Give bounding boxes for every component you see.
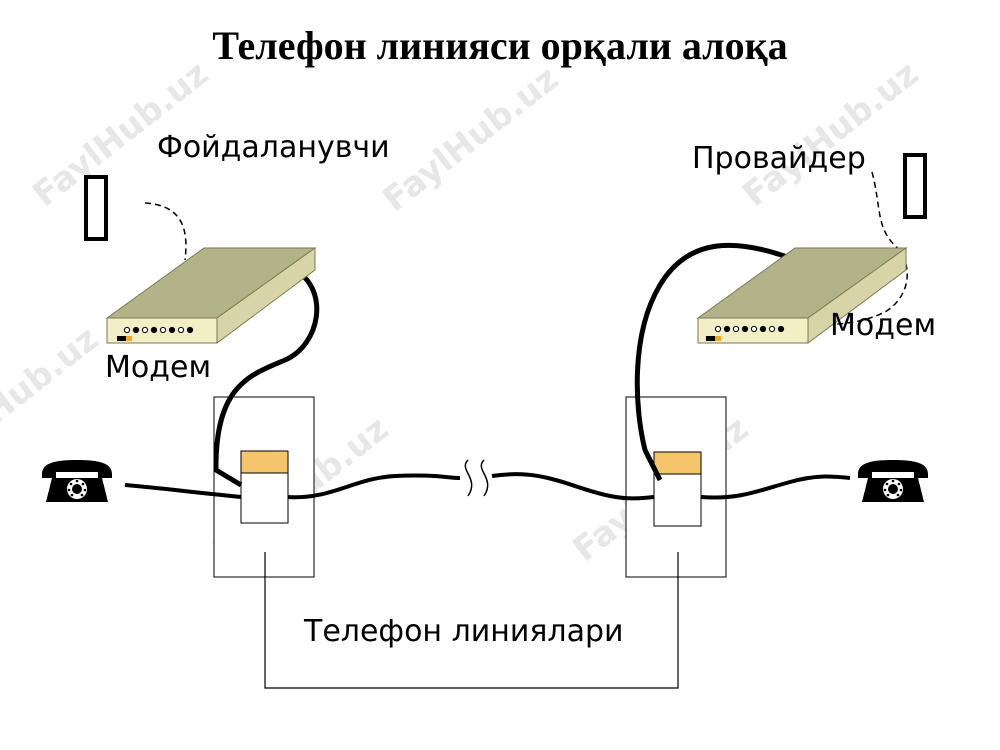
socket-left — [240, 472, 289, 524]
line-phone-left — [124, 483, 242, 499]
label-phone-lines: Телефон линиялари — [304, 614, 624, 649]
leader-line-provider — [817, 171, 908, 326]
telephone-icon — [858, 460, 928, 502]
modem-right — [696, 247, 908, 344]
modem-cable-left — [213, 267, 320, 488]
jack-left — [240, 450, 289, 474]
socket-right — [653, 473, 702, 527]
cursor-bar-icon — [84, 175, 108, 241]
label-modem-right: Модем — [830, 308, 937, 343]
telephone-icon — [42, 460, 112, 502]
modem-left — [105, 247, 317, 344]
phone-line-loop — [264, 552, 679, 689]
label-user: Фойдаланувчи — [157, 130, 390, 165]
line-phone-right — [700, 474, 851, 500]
line-break-mark — [480, 459, 489, 497]
modem-cable-right — [634, 242, 791, 482]
leader-line-user — [144, 202, 187, 261]
cursor-bar-icon — [903, 153, 927, 219]
label-provider: Провайдер — [692, 141, 866, 176]
line-break-mark — [464, 459, 473, 497]
line-middle-right — [491, 472, 655, 501]
label-modem-left: Модем — [105, 350, 212, 385]
jack-right — [653, 451, 702, 475]
diagram-title: Телефон линияси орқали алоқа — [212, 23, 788, 68]
line-middle-left — [287, 473, 461, 500]
